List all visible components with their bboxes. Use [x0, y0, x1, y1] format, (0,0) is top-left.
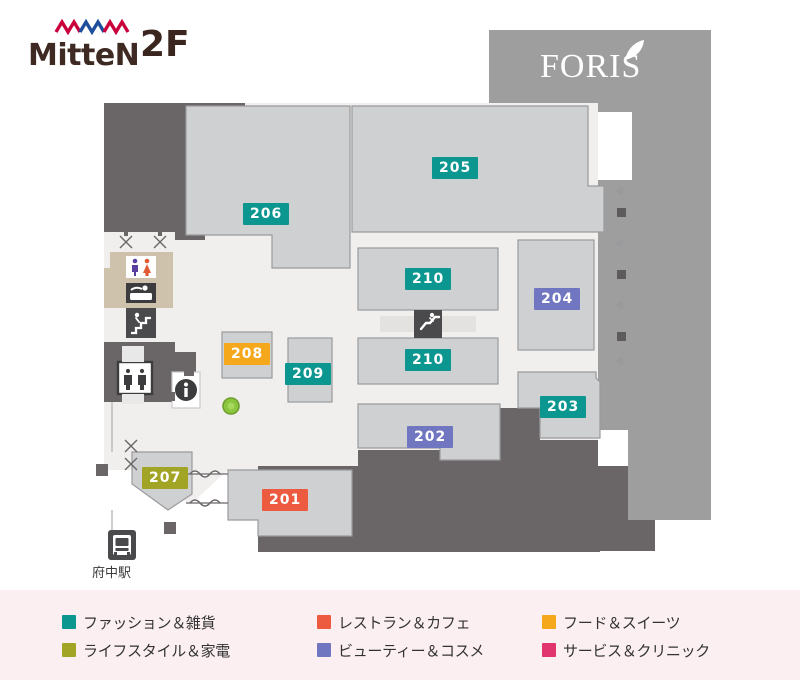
legend-swatch-restaurant_cafe [317, 615, 331, 629]
tenant-unit-206[interactable] [185, 105, 351, 269]
elevator-cabs [122, 346, 144, 404]
legend-label-lifestyle_home: ライフスタイル＆家電 [83, 641, 231, 660]
unit-chip-201[interactable]: 201 [262, 489, 309, 511]
tenant-unit-210-lower[interactable] [357, 337, 499, 385]
unit-chip-208[interactable]: 208 [224, 343, 271, 365]
legend-swatch-fashion_goods [62, 615, 76, 629]
page-header: MitteN 2F [0, 0, 800, 100]
anchor-building-foris [489, 30, 711, 551]
legend-label-service_clinic: サービス＆クリニック [563, 641, 711, 660]
doorway-markers-north [119, 228, 167, 249]
unit-chip-202[interactable]: 202 [407, 426, 454, 448]
legend-label-beauty_cosmetics: ビューティー＆コスメ [338, 641, 485, 660]
train-station-icon [108, 530, 136, 560]
information-icon [166, 371, 201, 409]
legend-item-lifestyle_home[interactable]: ライフスタイル＆家電 [62, 640, 317, 661]
legend-item-food_sweets[interactable]: フード＆スイーツ [542, 612, 762, 633]
brand-name: MitteN [28, 38, 140, 73]
elevator-icon [116, 360, 154, 396]
floor-label: 2F [140, 24, 190, 65]
unit-chip-204[interactable]: 204 [534, 288, 581, 310]
legend-items: ファッション＆雑貨 レストラン＆カフェ フード＆スイーツライフスタイル＆家電 ビューテ… [62, 608, 762, 664]
escalator-icon [414, 310, 442, 338]
legend-label-food_sweets: フード＆スイーツ [563, 613, 681, 632]
unit-chip-210[interactable]: 210 [405, 349, 452, 371]
entry-markers-east [615, 186, 626, 366]
legend-swatch-lifestyle_home [62, 643, 76, 657]
planter-icon [222, 397, 240, 415]
legend-item-service_clinic[interactable]: サービス＆クリニック [542, 640, 762, 661]
unit-chip-205[interactable]: 205 [432, 157, 479, 179]
connection-bridge-lower [186, 499, 228, 507]
map-legend: ファッション＆雑貨 レストラン＆カフェ フード＆スイーツライフスタイル＆家電 ビューテ… [0, 590, 800, 680]
connection-bridge-upper [186, 470, 228, 478]
floor-map[interactable]: FORIS 府中駅 201 202 203 204 205 206 207 208 209 210… [0, 0, 800, 590]
brand-zigzag-icon [54, 18, 130, 36]
nursery-room-icon [126, 283, 156, 303]
unit-chip-209[interactable]: 209 [285, 363, 332, 385]
legend-label-fashion_goods: ファッション＆雑貨 [83, 613, 216, 632]
legend-item-fashion_goods[interactable]: ファッション＆雑貨 [62, 612, 317, 633]
legend-swatch-beauty_cosmetics [317, 643, 331, 657]
legend-swatch-service_clinic [542, 643, 556, 657]
legend-item-beauty_cosmetics[interactable]: ビューティー＆コスメ [317, 640, 542, 661]
brand-logo: MitteN [28, 18, 148, 80]
doorway-markers-southwest [124, 439, 138, 471]
unit-chip-203[interactable]: 203 [540, 396, 587, 418]
unit-chip-210[interactable]: 210 [405, 268, 452, 290]
foris-leaf-icon [625, 40, 644, 60]
restroom-icon [126, 256, 156, 278]
misc-markers [96, 366, 194, 540]
legend-label-restaurant_cafe: レストラン＆カフェ [338, 613, 471, 632]
stairs-icon [126, 308, 156, 338]
station-label: 府中駅 [92, 566, 132, 581]
legend-item-restaurant_cafe[interactable]: レストラン＆カフェ [317, 612, 542, 633]
unit-chip-207[interactable]: 207 [142, 467, 189, 489]
unit-chip-206[interactable]: 206 [243, 203, 290, 225]
foris-wordmark: FORIS [540, 48, 642, 85]
legend-swatch-food_sweets [542, 615, 556, 629]
